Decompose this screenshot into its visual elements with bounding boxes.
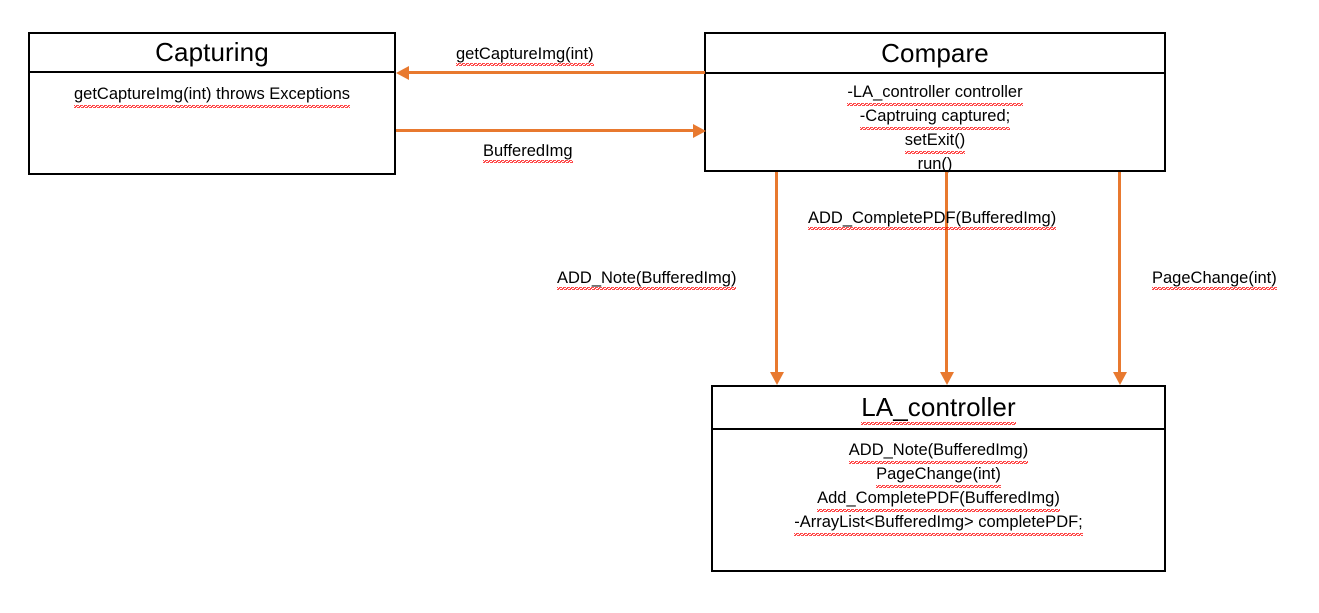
arrowhead-down-page [1112, 372, 1127, 385]
class-member-text: run() [917, 155, 953, 173]
class-member-text: setExit() [904, 128, 965, 154]
class-member-text: -LA_controller controller [847, 80, 1023, 106]
class-box-compare[interactable]: Compare -LA_controller controller -Captr… [704, 32, 1166, 173]
connector-label-text: ADD_Note(BufferedImg) [557, 269, 737, 290]
class-body-la-controller: ADD_Note(BufferedImg) PageChange(int) Ad… [713, 430, 1164, 536]
class-body-compare: -LA_controller controller -Captruing cap… [706, 74, 1164, 176]
connector-compare-to-controller-page [1118, 172, 1121, 372]
connector-compare-to-capturing [407, 71, 705, 74]
connector-label-get-capture-img: getCaptureImg(int) [456, 44, 594, 66]
connector-label-text: PageChange(int) [1152, 269, 1277, 290]
connector-label-page-change: PageChange(int) [1152, 268, 1277, 290]
class-member: ADD_Note(BufferedImg) [713, 438, 1164, 464]
arrowhead-right-compare [693, 123, 706, 138]
class-member: PageChange(int) [713, 462, 1164, 488]
connector-label-add-note: ADD_Note(BufferedImg) [557, 268, 737, 290]
class-member: -Captruing captured; [706, 104, 1164, 130]
connector-label-text: getCaptureImg(int) [456, 45, 594, 66]
class-member: setExit() [706, 128, 1164, 154]
connector-label-buffered-img: BufferedImg [483, 141, 573, 163]
class-member-text: ADD_Note(BufferedImg) [848, 438, 1029, 464]
connector-capturing-to-compare [396, 129, 693, 132]
class-title-compare: Compare [881, 37, 989, 68]
class-header-la-controller: LA_controller [713, 387, 1164, 430]
class-body-capturing: getCaptureImg(int) throws Exceptions [30, 73, 394, 108]
class-box-la-controller[interactable]: LA_controller ADD_Note(BufferedImg) Page… [711, 385, 1166, 572]
class-member-text: -Captruing captured; [859, 104, 1011, 130]
class-header-compare: Compare [706, 34, 1164, 74]
connector-label-add-complete-pdf: ADD_CompletePDF(BufferedImg) [808, 208, 1057, 230]
class-member-text: -ArrayList<BufferedImg> completePDF; [794, 510, 1083, 536]
class-member-text: PageChange(int) [876, 462, 1001, 488]
connector-compare-to-controller-pdf [945, 172, 948, 372]
arrowhead-down-note [769, 372, 784, 385]
class-member-text: Add_CompletePDF(BufferedImg) [817, 486, 1060, 512]
class-member: -ArrayList<BufferedImg> completePDF; [713, 510, 1164, 536]
class-header-capturing: Capturing [30, 34, 394, 73]
arrowhead-left-capturing [396, 65, 409, 80]
class-member: Add_CompletePDF(BufferedImg) [713, 486, 1164, 512]
connector-label-text: ADD_CompletePDF(BufferedImg) [808, 209, 1057, 230]
connector-compare-to-controller-note [775, 172, 778, 372]
class-title-capturing: Capturing [155, 37, 269, 67]
class-member-text: getCaptureImg(int) throws Exceptions [73, 82, 351, 108]
class-box-capturing[interactable]: Capturing getCaptureImg(int) throws Exce… [28, 32, 396, 175]
arrowhead-down-pdf [939, 372, 954, 385]
class-member: run() [706, 152, 1164, 176]
class-member: -LA_controller controller [706, 80, 1164, 106]
class-title-la-controller: LA_controller [861, 392, 1016, 425]
connector-label-text: BufferedImg [483, 142, 573, 163]
class-member: getCaptureImg(int) throws Exceptions [30, 82, 394, 108]
